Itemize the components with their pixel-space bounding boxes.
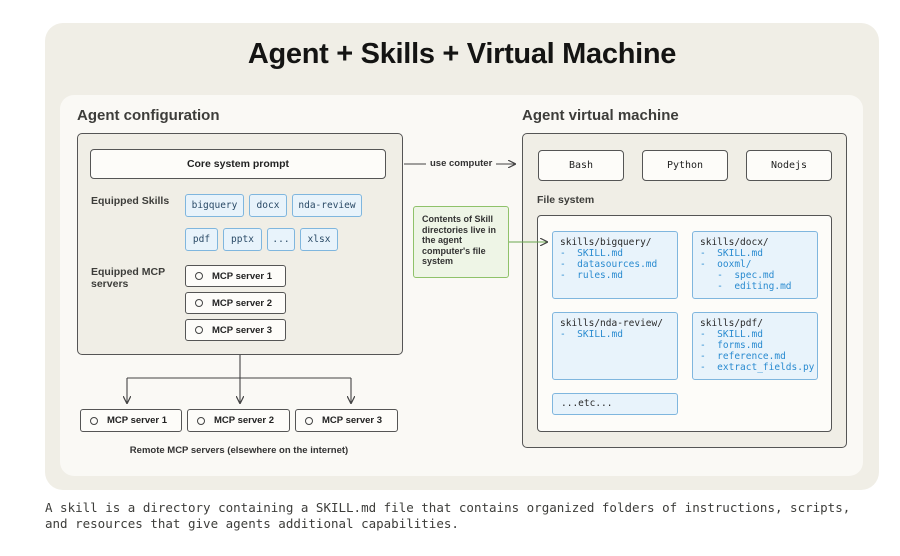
file-entry: - extract_fields.py: [700, 362, 815, 373]
core-system-prompt-box: Core system prompt: [90, 149, 386, 179]
file-entry: - ooxml/: [700, 259, 752, 270]
skill-chip-bigquery: bigquery: [185, 194, 244, 217]
file-entry: - forms.md: [700, 340, 763, 351]
equipped-mcp-servers-label: Equipped MCP servers: [91, 266, 165, 290]
file-entry: - spec.md: [700, 270, 775, 281]
file-entry: - reference.md: [700, 351, 786, 362]
remote-mcp-server-1: MCP server 1: [80, 409, 182, 432]
runtime-python: Python: [642, 150, 728, 181]
remote-mcp-servers-label: Remote MCP servers (elsewhere on the int…: [129, 445, 349, 456]
directory-name: skills/nda-review/: [560, 318, 663, 329]
directory-skills-nda-review: skills/nda-review/ - SKILL.md: [552, 312, 678, 380]
equipped-mcp-server-1: MCP server 1: [185, 265, 286, 287]
file-entry: - SKILL.md: [700, 329, 763, 340]
skill-chip-pptx: pptx: [223, 228, 262, 251]
use-computer-label: use computer: [430, 158, 493, 169]
directory-name: skills/pdf/: [700, 318, 763, 329]
agent-configuration-title: Agent configuration: [77, 107, 220, 124]
runtime-nodejs: Nodejs: [746, 150, 832, 181]
equipped-mcp-server-2: MCP server 2: [185, 292, 286, 314]
directory-name: skills/docx/: [700, 237, 769, 248]
server-circle-icon: [195, 326, 203, 334]
server-circle-icon: [90, 416, 98, 425]
equipped-mcp-server-3: MCP server 3: [185, 319, 286, 341]
file-entry: - SKILL.md: [560, 329, 623, 340]
file-system-label: File system: [537, 194, 595, 206]
skill-chip-nda-review: nda-review: [292, 194, 362, 217]
runtime-bash: Bash: [538, 150, 624, 181]
directory-skills-bigquery: skills/bigquery/ - SKILL.md - datasource…: [552, 231, 678, 299]
diagram-caption: A skill is a directory containing a SKIL…: [45, 500, 851, 531]
directory-name: skills/bigquery/: [560, 237, 652, 248]
skill-chip-more: ...: [267, 228, 295, 251]
file-entry: - SKILL.md: [560, 248, 623, 259]
file-entry: - datasources.md: [560, 259, 658, 270]
remote-mcp-server-2: MCP server 2: [187, 409, 290, 432]
file-entry: - SKILL.md: [700, 248, 763, 259]
file-entry: - editing.md: [700, 281, 792, 292]
skill-chip-docx: docx: [249, 194, 287, 217]
directory-etc: ...etc...: [552, 393, 678, 415]
diagram-title: Agent + Skills + Virtual Machine: [247, 38, 677, 70]
skill-chip-xlsx: xlsx: [300, 228, 338, 251]
skill-contents-note: Contents of Skill directories live in th…: [413, 206, 509, 278]
directory-skills-pdf: skills/pdf/ - SKILL.md - forms.md - refe…: [692, 312, 818, 380]
remote-mcp-server-3: MCP server 3: [295, 409, 398, 432]
directory-skills-docx: skills/docx/ - SKILL.md - ooxml/ - spec.…: [692, 231, 818, 299]
server-circle-icon: [305, 416, 313, 425]
equipped-skills-label: Equipped Skills: [91, 195, 170, 207]
server-circle-icon: [197, 416, 205, 425]
server-circle-icon: [195, 272, 203, 280]
skill-chip-pdf: pdf: [185, 228, 218, 251]
directory-name: ...etc...: [561, 398, 613, 409]
agent-virtual-machine-title: Agent virtual machine: [522, 107, 679, 124]
file-entry: - rules.md: [560, 270, 623, 281]
server-circle-icon: [195, 299, 203, 307]
